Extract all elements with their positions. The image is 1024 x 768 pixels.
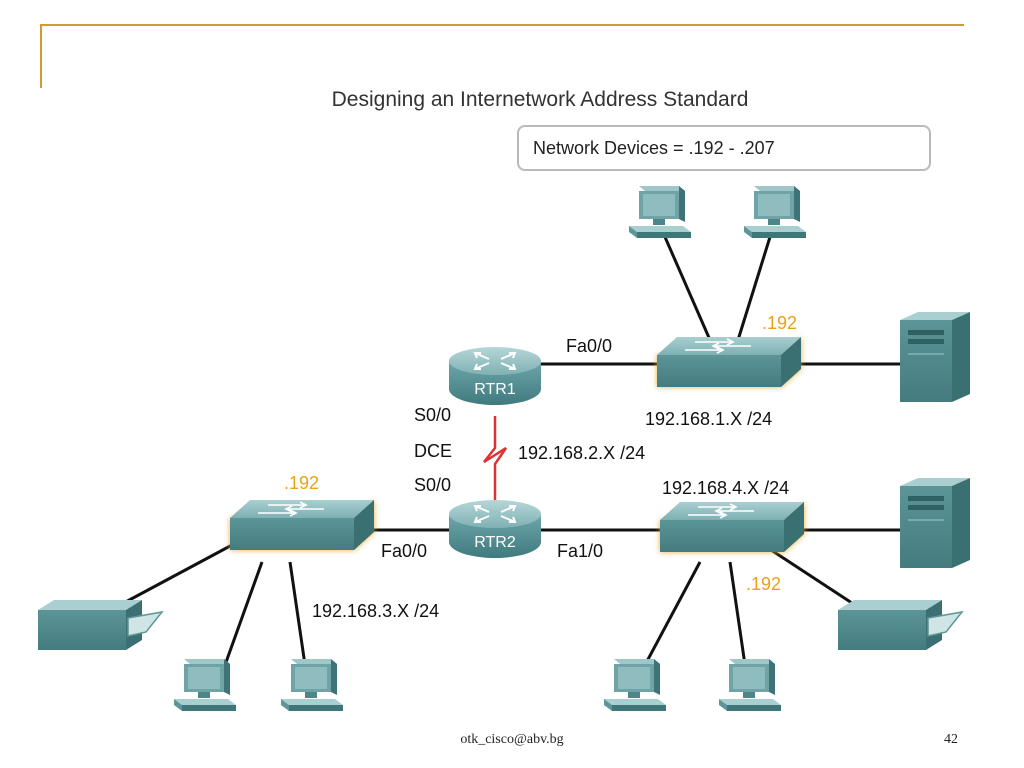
- switch-icon: [659, 501, 805, 553]
- footer-email: otk_cisco@abv.bg: [460, 732, 564, 747]
- link-sw3-pc-left: [223, 561, 264, 666]
- switch-address-sw3: .192: [284, 473, 319, 493]
- router-rtr2: RTR2: [448, 499, 542, 559]
- iface-rtr1-serial: S0/0: [414, 405, 451, 425]
- link-sw1-pc-right: [736, 236, 772, 341]
- network-label-net4: 192.168.4.X /24: [662, 478, 789, 498]
- page-number: 42: [944, 732, 958, 747]
- iface-rtr2-fa-right: Fa1/0: [557, 541, 603, 561]
- network-label-net1: 192.168.1.X /24: [645, 409, 772, 429]
- pc-icon: [719, 659, 781, 711]
- network-devices-callout: Network Devices = .192 - .207: [517, 125, 931, 171]
- link-sw1-pc-left: [663, 236, 712, 341]
- switch-address-sw4: .192: [746, 574, 781, 594]
- switch-sw4: [659, 501, 805, 553]
- serial-link: [483, 416, 508, 500]
- iface-rtr2-fa-left: Fa0/0: [381, 541, 427, 561]
- network-label-net2: 192.168.2.X /24: [518, 443, 645, 463]
- callout-text: Network Devices = .192 - .207: [533, 137, 775, 158]
- pc-icon: [604, 659, 666, 711]
- link-sw4-pc-right: [728, 561, 747, 666]
- link-sw3-printer: [119, 543, 233, 607]
- frame-left-rule: [40, 24, 42, 88]
- link-sw4-pc-left: [643, 561, 702, 666]
- iface-rtr2-serial: S0/0: [414, 475, 451, 495]
- printer-icon: [837, 599, 963, 651]
- router-label: RTR1: [474, 381, 516, 398]
- pc-icon: [629, 186, 691, 238]
- iface-rtr1-fa: Fa0/0: [566, 336, 612, 356]
- switch-icon: [656, 336, 802, 388]
- link-sw4-printer: [764, 544, 856, 607]
- frame-top-rule: [40, 24, 964, 26]
- network-label-net3: 192.168.3.X /24: [312, 601, 439, 621]
- link-sw3-pc-right: [288, 561, 307, 666]
- server-icon: [899, 477, 971, 569]
- router-rtr1: RTR1: [448, 346, 542, 406]
- diagram-title: Designing an Internetwork Address Standa…: [331, 88, 749, 111]
- printer-icon: [37, 599, 163, 651]
- pc-icon: [281, 659, 343, 711]
- pc-icon: [744, 186, 806, 238]
- router-label: RTR2: [474, 534, 516, 551]
- switch-address-sw1: .192: [762, 313, 797, 333]
- switch-icon: [229, 499, 375, 551]
- switch-sw1: [656, 336, 802, 388]
- links: [119, 236, 900, 666]
- switch-sw3: [229, 499, 375, 551]
- server-icon: [899, 311, 971, 403]
- dce-label: DCE: [414, 441, 452, 461]
- pc-icon: [174, 659, 236, 711]
